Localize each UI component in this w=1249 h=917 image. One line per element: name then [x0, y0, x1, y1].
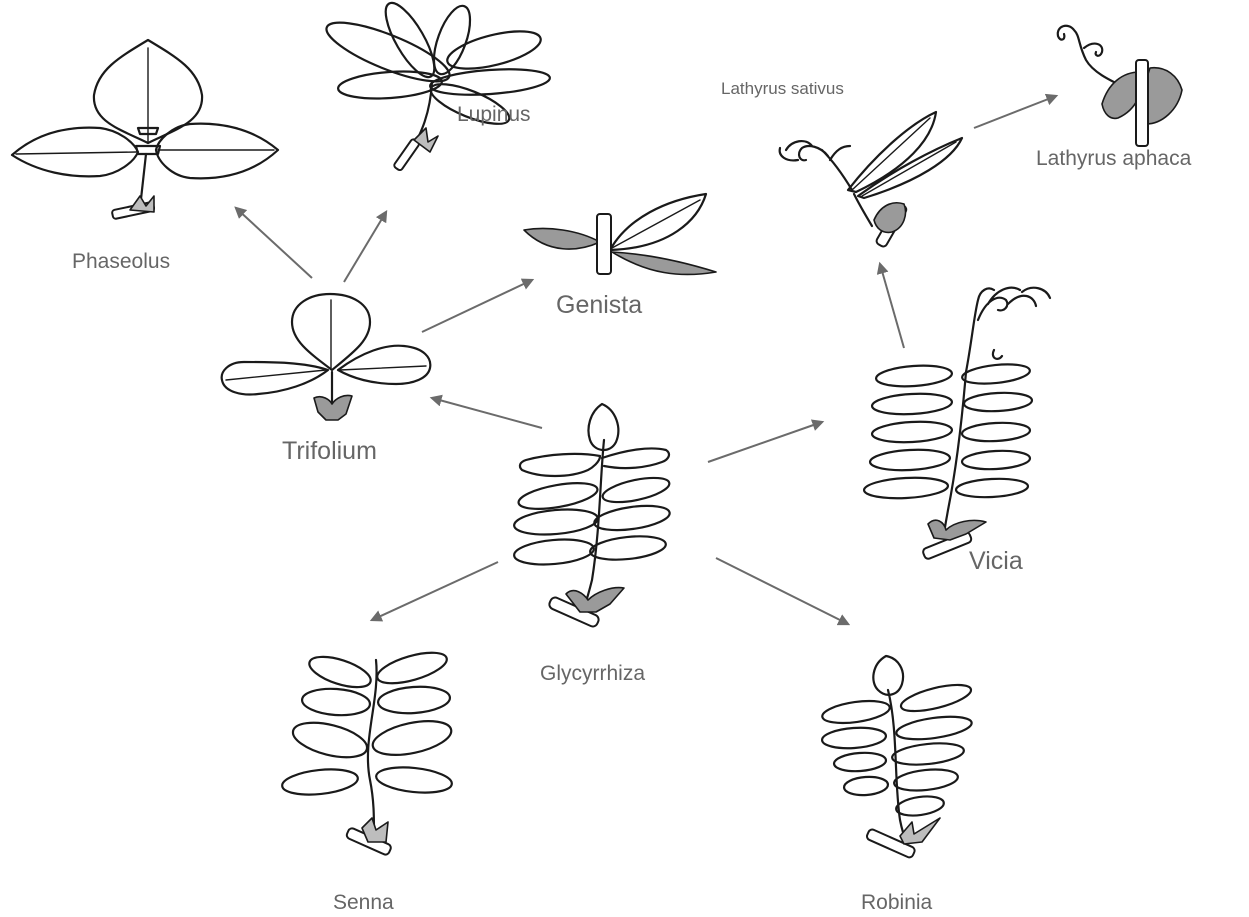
glycyrrhiza-leaf-icon — [513, 404, 671, 628]
lathyrus-sativus-leaf-icon — [780, 112, 962, 248]
arrow-lathyrus-sativus-to-aphaca — [974, 96, 1056, 128]
senna-leaf-icon — [281, 647, 454, 856]
genista-leaf-icon — [524, 194, 716, 275]
arrow-glycyrrhiza-to-vicia — [708, 422, 822, 462]
arrow-glycyrrhiza-to-robinia — [716, 558, 848, 624]
lathyrus-aphaca-leaf-icon — [1058, 26, 1182, 146]
label-senna: Senna — [333, 891, 394, 914]
lupinus-leaf-icon — [320, 0, 550, 171]
label-phaseolus: Phaseolus — [72, 250, 170, 273]
arrow-glycyrrhiza-to-trifolium — [432, 398, 542, 428]
label-robinia: Robinia — [861, 891, 933, 914]
arrow-trifolium-to-lupinus — [344, 212, 386, 282]
phaseolus-leaf-icon — [12, 40, 278, 219]
label-trifolium: Trifolium — [282, 437, 377, 465]
arrow-glycyrrhiza-to-senna — [372, 562, 498, 620]
label-glycyrrhiza: Glycyrrhiza — [540, 662, 645, 685]
trifolium-leaf-icon — [222, 294, 431, 420]
arrow-trifolium-to-genista — [422, 280, 532, 332]
robinia-leaf-icon — [821, 656, 973, 859]
label-genista: Genista — [556, 291, 642, 319]
label-lupinus: Lupinus — [457, 103, 531, 126]
arrow-trifolium-to-phaseolus — [236, 208, 312, 278]
label-vicia: Vicia — [969, 547, 1023, 575]
vicia-leaf-icon — [864, 288, 1050, 560]
arrow-vicia-to-lathyrus-sativus — [880, 264, 904, 348]
label-lathyrus-sativus: Lathyrus sativus — [721, 79, 844, 98]
label-lathyrus-aphaca: Lathyrus aphaca — [1036, 147, 1192, 170]
